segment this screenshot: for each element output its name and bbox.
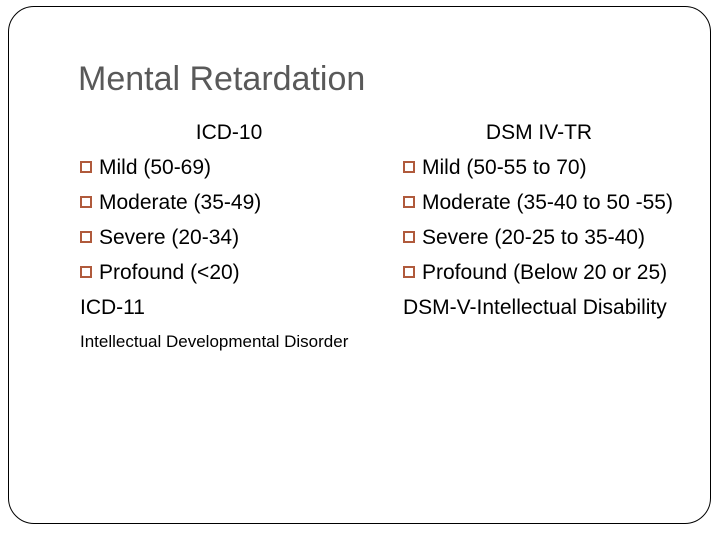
- list-item-label: Moderate (35-40 to 50 -55): [422, 191, 673, 214]
- list-item-label: Mild (50-69): [99, 156, 212, 179]
- hollow-square-bullet-icon: [403, 231, 415, 243]
- hollow-square-bullet-icon: [80, 161, 92, 173]
- icd11-subheading: ICD-11: [80, 296, 145, 319]
- list-item: Moderate (35-40 to 50 -55): [397, 185, 697, 220]
- hollow-square-bullet-icon: [80, 266, 92, 278]
- list-item: Profound (Below 20 or 25): [397, 255, 697, 290]
- hollow-square-bullet-icon: [80, 196, 92, 208]
- dsm-column: DSM IV-TR Mild (50-55 to 70) Moderate (3…: [397, 118, 697, 325]
- list-item: Moderate (35-49): [74, 185, 394, 220]
- icd-column: ICD-10 Mild (50-69) Moderate (35-49) Sev…: [74, 118, 394, 355]
- list-item-label: Profound (<20): [99, 261, 240, 284]
- list-item: Mild (50-55 to 70): [397, 150, 697, 185]
- dsm5-footer: DSM-V-Intellectual Disability: [403, 296, 667, 319]
- icd11-subtext: Intellectual Developmental Disorder: [80, 332, 349, 351]
- list-item-label: Profound (Below 20 or 25): [422, 261, 668, 284]
- list-item-label: Severe (20-34): [99, 226, 240, 249]
- hollow-square-bullet-icon: [403, 196, 415, 208]
- list-item: Profound (<20): [74, 255, 394, 290]
- icd10-header: ICD-10: [195, 121, 263, 144]
- list-item-label: Mild (50-55 to 70): [422, 156, 587, 179]
- hollow-square-bullet-icon: [403, 161, 415, 173]
- list-item: Mild (50-69): [74, 150, 394, 185]
- hollow-square-bullet-icon: [80, 231, 92, 243]
- list-item: Severe (20-34): [74, 220, 394, 255]
- list-item-label: Moderate (35-49): [99, 191, 262, 214]
- list-item: Severe (20-25 to 35-40): [397, 220, 697, 255]
- page-title: Mental Retardation: [78, 60, 366, 98]
- hollow-square-bullet-icon: [403, 266, 415, 278]
- dsm4tr-header: DSM IV-TR: [485, 121, 593, 144]
- list-item-label: Severe (20-25 to 35-40): [422, 226, 645, 249]
